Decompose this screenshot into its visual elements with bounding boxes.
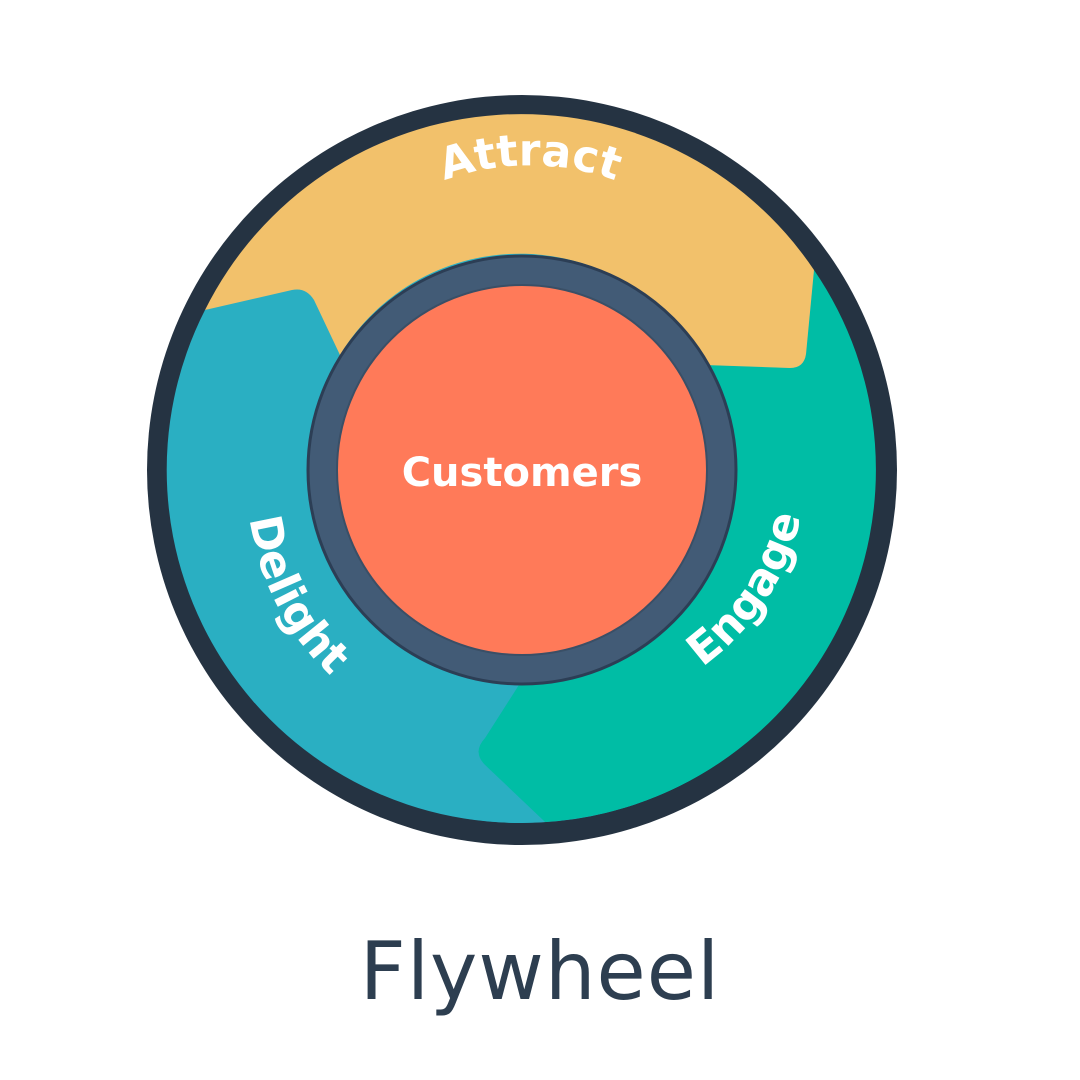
label-customers: Customers (402, 450, 643, 496)
segment-engage (478, 270, 876, 822)
segment-attract (205, 114, 814, 368)
hub-center (336, 284, 708, 656)
diagram-caption: Flywheel (359, 925, 721, 1018)
segment-delight (166, 289, 545, 823)
